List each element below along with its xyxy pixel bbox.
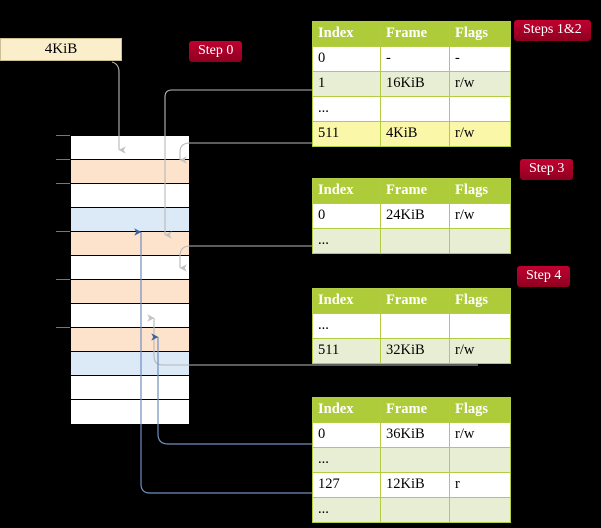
cell-frame [380, 497, 450, 523]
memory-frame-row [71, 304, 189, 328]
memory-frame-row [71, 160, 189, 184]
memory-tick [56, 135, 70, 136]
cell-index: 0 [312, 46, 381, 72]
column-header-index: Index [312, 21, 381, 47]
column-header-index: Index [312, 397, 381, 423]
cell-frame: 36KiB [380, 422, 450, 448]
cell-frame: 4KiB [380, 121, 450, 147]
memory-tick [56, 327, 70, 328]
cell-frame [380, 313, 450, 339]
column-header-flags: Flags [449, 178, 511, 204]
cell-index: 511 [312, 121, 381, 147]
cell-flags: r/w [449, 121, 511, 147]
virtual-page-4kib-box: 4KiB [0, 38, 122, 61]
column-header-flags: Flags [449, 21, 511, 47]
cell-flags: r [449, 472, 511, 498]
cell-flags [449, 96, 511, 122]
badge-step-0: Step 0 [189, 41, 243, 62]
column-header-flags: Flags [449, 288, 511, 314]
cell-frame: - [380, 46, 450, 72]
badge-step-3: Step 3 [520, 159, 574, 180]
memory-frame-row [71, 376, 189, 400]
column-header-frame: Frame [380, 178, 450, 204]
column-header-frame: Frame [380, 21, 450, 47]
memory-frame-row [71, 184, 189, 208]
table-row: ... [312, 228, 511, 254]
column-header-index: Index [312, 178, 381, 204]
table-row: ... [312, 447, 511, 473]
cell-frame: 24KiB [380, 203, 450, 229]
cell-flags [449, 447, 511, 473]
cell-flags: r/w [449, 203, 511, 229]
memory-frame-row [71, 280, 189, 304]
cell-flags: r/w [449, 71, 511, 97]
memory-tick [56, 183, 70, 184]
memory-frame-row [71, 328, 189, 352]
memory-frame-row [71, 400, 189, 424]
memory-tick [56, 279, 70, 280]
memory-frame-row [71, 136, 189, 160]
table-row: 0-- [312, 46, 511, 72]
column-header-frame: Frame [380, 397, 450, 423]
cell-frame: 32KiB [380, 338, 450, 364]
table-row: ... [312, 497, 511, 523]
cell-flags [449, 228, 511, 254]
badge-step-4: Step 4 [517, 266, 571, 287]
memory-tick [56, 231, 70, 232]
badge-steps-1-2: Steps 1&2 [514, 20, 591, 41]
virtual-page-label: 4KiB [44, 41, 78, 57]
cell-flags [449, 497, 511, 523]
cell-index: 127 [312, 472, 381, 498]
memory-frame-row [71, 256, 189, 280]
cell-index: 511 [312, 338, 381, 364]
memory-frame-row [71, 352, 189, 376]
cell-index: ... [312, 228, 381, 254]
table-row: ... [312, 96, 511, 122]
cell-flags: - [449, 46, 511, 72]
cell-frame: 16KiB [380, 71, 450, 97]
physical-memory-column [70, 135, 190, 425]
table-row: ... [312, 313, 511, 339]
memory-frame-row [71, 208, 189, 232]
cell-index: 0 [312, 422, 381, 448]
cell-index: ... [312, 447, 381, 473]
cell-index: ... [312, 96, 381, 122]
cell-frame [380, 447, 450, 473]
column-header-index: Index [312, 288, 381, 314]
cell-frame: 12KiB [380, 472, 450, 498]
cell-index: ... [312, 497, 381, 523]
cell-index: 0 [312, 203, 381, 229]
column-header-flags: Flags [449, 397, 511, 423]
cell-flags: r/w [449, 422, 511, 448]
cell-flags: r/w [449, 338, 511, 364]
cell-frame [380, 228, 450, 254]
cell-index: ... [312, 313, 381, 339]
memory-tick [56, 159, 70, 160]
cell-flags [449, 313, 511, 339]
column-header-frame: Frame [380, 288, 450, 314]
cell-index: 1 [312, 71, 381, 97]
cell-frame [380, 96, 450, 122]
